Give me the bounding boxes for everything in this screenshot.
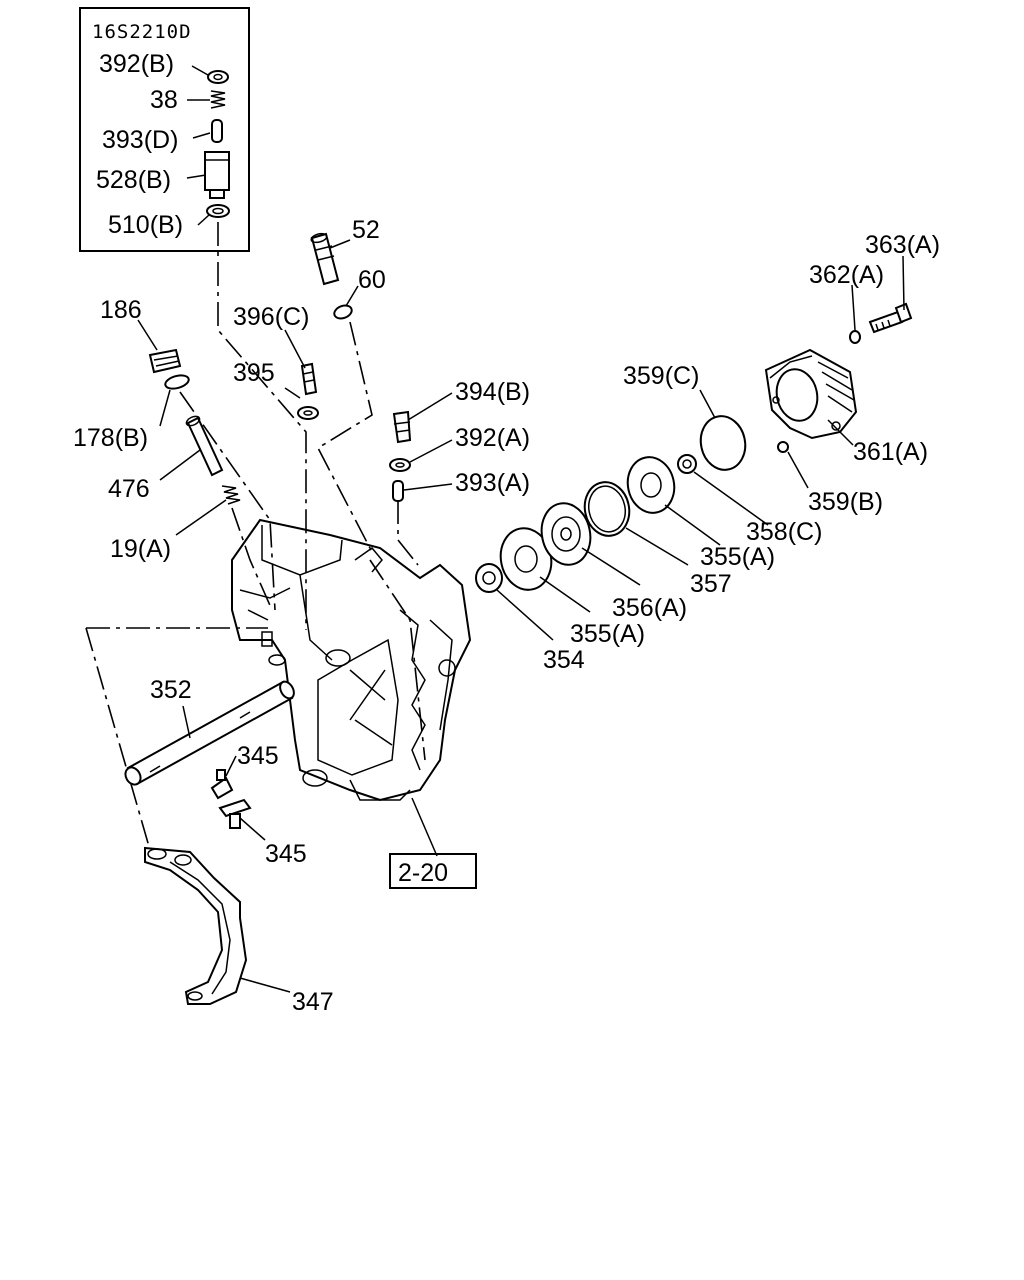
label-355a-upper[interactable]: 355(A)	[700, 543, 775, 571]
piston-356a	[540, 502, 592, 566]
alignment-lines	[85, 222, 426, 851]
label-359b[interactable]: 359(B)	[808, 488, 883, 516]
nut-358c	[677, 454, 697, 474]
pin-393a	[392, 480, 404, 502]
label-358c[interactable]: 358(C)	[746, 518, 822, 546]
leader-lines	[137, 239, 905, 993]
label-355a-lower[interactable]: 355(A)	[570, 620, 645, 648]
label-361a[interactable]: 361(A)	[853, 438, 928, 466]
pin-393d	[211, 119, 223, 143]
washer-362a	[849, 330, 861, 344]
washer-510b	[206, 204, 230, 218]
washer-396c	[297, 406, 319, 420]
bolt-363a	[868, 302, 913, 334]
label-345-lower[interactable]: 345	[265, 840, 307, 868]
o-ring-359c	[699, 415, 747, 471]
inset-label-510b[interactable]: 510(B)	[108, 211, 183, 239]
label-19a[interactable]: 19(A)	[110, 535, 171, 563]
bushing-354	[475, 563, 503, 593]
tube-476	[185, 415, 224, 477]
inset-label-393d[interactable]: 393(D)	[102, 126, 178, 154]
label-60[interactable]: 60	[358, 266, 386, 294]
label-396c[interactable]: 396(C)	[233, 303, 309, 331]
washer-392b	[207, 70, 229, 84]
o-ring-359b	[777, 441, 789, 453]
label-394b[interactable]: 394(B)	[455, 378, 530, 406]
inset-label-392b[interactable]: 392(B)	[99, 50, 174, 78]
label-52[interactable]: 52	[352, 216, 380, 244]
label-356a[interactable]: 356(A)	[612, 594, 687, 622]
disc-355a-upper	[626, 456, 676, 514]
spring-19a	[221, 485, 241, 505]
plug-186	[148, 348, 182, 374]
inset-box: 16S2210D 392(B) 38 393(D) 528(B) 510(B)	[79, 7, 250, 252]
spring-38	[210, 90, 226, 109]
part-labels: 52 60 186 396(C) 395 178(B) 476 19(A) 39…	[73, 216, 940, 1016]
switch-52	[310, 232, 340, 286]
bolt-345-upper	[210, 769, 234, 800]
inset-code: 16S2210D	[92, 21, 192, 43]
inset-label-38[interactable]: 38	[150, 86, 178, 114]
reference-box-label[interactable]: 2-20	[398, 859, 448, 887]
reference-box[interactable]: 2-20	[389, 853, 477, 889]
label-357[interactable]: 357	[690, 570, 732, 598]
washer-178b	[164, 374, 190, 390]
label-476[interactable]: 476	[108, 475, 150, 503]
washer-60	[333, 304, 353, 320]
label-362a[interactable]: 362(A)	[809, 261, 884, 289]
washer-392a	[389, 458, 411, 472]
label-347[interactable]: 347	[292, 988, 334, 1016]
label-392a[interactable]: 392(A)	[455, 424, 530, 452]
valve-395	[300, 362, 318, 396]
inset-label-528b[interactable]: 528(B)	[96, 166, 171, 194]
label-345-upper[interactable]: 345	[237, 742, 279, 770]
label-395[interactable]: 395	[233, 359, 275, 387]
switch-394b	[392, 410, 412, 444]
label-178b[interactable]: 178(B)	[73, 424, 148, 452]
label-393a[interactable]: 393(A)	[455, 469, 530, 497]
cover-361a	[764, 348, 858, 440]
label-186[interactable]: 186	[100, 296, 142, 324]
bolt-345-lower	[218, 798, 252, 829]
label-363a[interactable]: 363(A)	[865, 231, 940, 259]
snap-ring-357	[583, 481, 631, 537]
shift-rod-352	[124, 680, 295, 786]
label-354[interactable]: 354	[543, 646, 585, 674]
plug-528b	[204, 151, 230, 191]
label-359c[interactable]: 359(C)	[623, 362, 699, 390]
label-352[interactable]: 352	[150, 676, 192, 704]
shift-fork-347	[144, 846, 248, 1005]
transmission-housing	[231, 518, 472, 802]
